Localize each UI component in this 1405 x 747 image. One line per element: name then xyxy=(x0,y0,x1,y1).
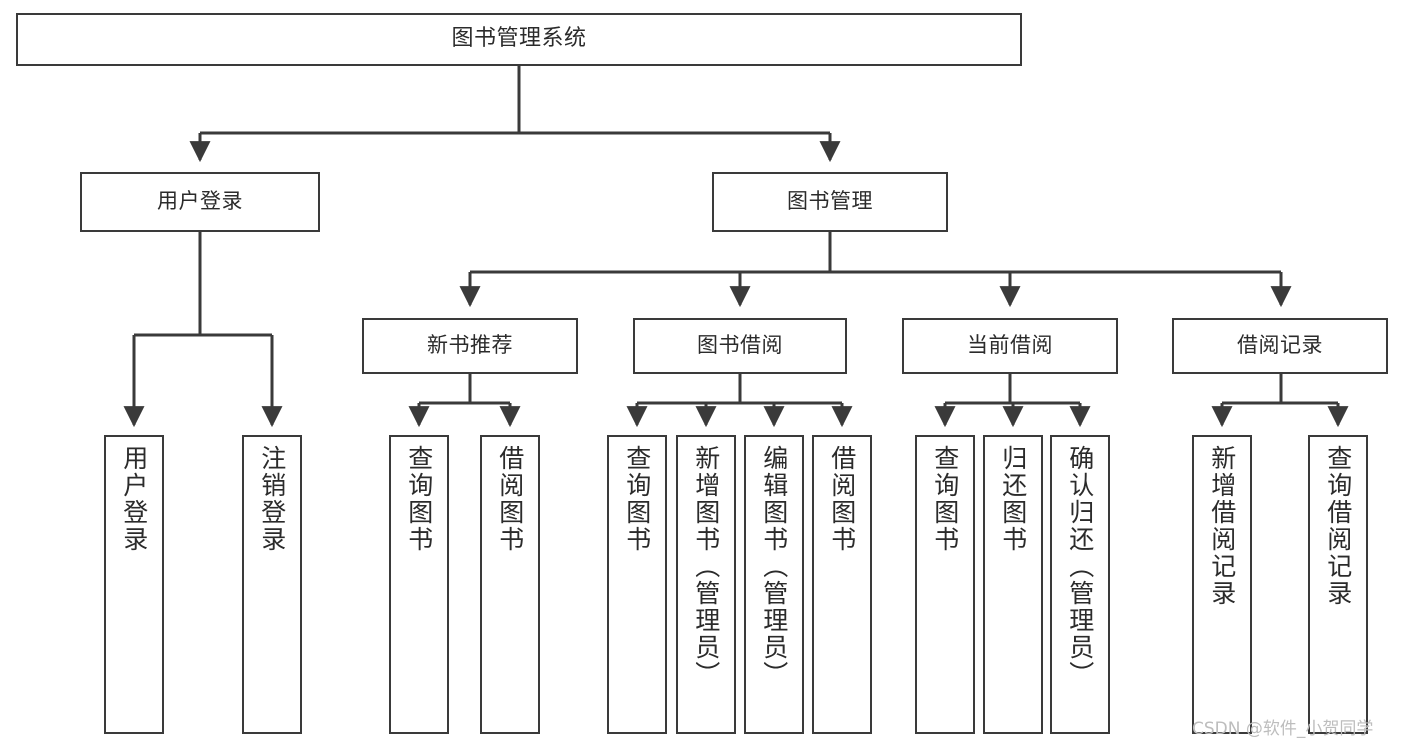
node-root[interactable]: 图书管理系统 xyxy=(16,13,1022,66)
node-leaf-add-record[interactable]: 新增借阅记录 xyxy=(1192,435,1252,734)
node-current-borrow[interactable]: 当前借阅 xyxy=(902,318,1118,374)
node-borrow-record-label: 借阅记录 xyxy=(1237,333,1323,358)
node-user-login-label: 用户登录 xyxy=(157,189,243,214)
node-leaf-query-book-2-label: 查询图书 xyxy=(622,445,652,553)
node-user-login[interactable]: 用户登录 xyxy=(80,172,320,232)
node-book-manage-label: 图书管理 xyxy=(787,189,873,214)
node-leaf-edit-book[interactable]: 编辑图书（管理员） xyxy=(744,435,804,734)
node-leaf-borrow-book-2[interactable]: 借阅图书 xyxy=(812,435,872,734)
node-leaf-borrow-book-1[interactable]: 借阅图书 xyxy=(480,435,540,734)
node-leaf-user-login-label: 用户登录 xyxy=(119,445,149,553)
node-current-borrow-label: 当前借阅 xyxy=(967,333,1053,358)
node-leaf-return-book[interactable]: 归还图书 xyxy=(983,435,1043,734)
node-new-book-recommend-label: 新书推荐 xyxy=(427,333,513,358)
node-leaf-logout[interactable]: 注销登录 xyxy=(242,435,302,734)
node-leaf-query-book-1[interactable]: 查询图书 xyxy=(389,435,449,734)
node-leaf-query-book-3[interactable]: 查询图书 xyxy=(915,435,975,734)
node-borrow-record[interactable]: 借阅记录 xyxy=(1172,318,1388,374)
node-leaf-add-book-label: 新增图书（管理员） xyxy=(691,445,721,688)
node-leaf-borrow-book-1-label: 借阅图书 xyxy=(495,445,525,553)
node-leaf-return-book-label: 归还图书 xyxy=(998,445,1028,553)
node-leaf-confirm-return-label: 确认归还（管理员） xyxy=(1065,445,1095,688)
node-leaf-edit-book-label: 编辑图书（管理员） xyxy=(759,445,789,688)
node-leaf-add-record-label: 新增借阅记录 xyxy=(1207,445,1237,607)
node-leaf-query-record-label: 查询借阅记录 xyxy=(1323,445,1353,607)
node-leaf-borrow-book-2-label: 借阅图书 xyxy=(827,445,857,553)
node-leaf-confirm-return[interactable]: 确认归还（管理员） xyxy=(1050,435,1110,734)
node-leaf-user-login[interactable]: 用户登录 xyxy=(104,435,164,734)
node-book-borrow-label: 图书借阅 xyxy=(697,333,783,358)
node-leaf-query-record[interactable]: 查询借阅记录 xyxy=(1308,435,1368,734)
node-book-borrow[interactable]: 图书借阅 xyxy=(633,318,847,374)
node-leaf-logout-label: 注销登录 xyxy=(257,445,287,553)
node-new-book-recommend[interactable]: 新书推荐 xyxy=(362,318,578,374)
node-leaf-query-book-2[interactable]: 查询图书 xyxy=(607,435,667,734)
node-leaf-query-book-3-label: 查询图书 xyxy=(930,445,960,553)
node-leaf-query-book-1-label: 查询图书 xyxy=(404,445,434,553)
watermark: CSDN @软件_小贺同学 xyxy=(1192,719,1374,739)
node-root-label: 图书管理系统 xyxy=(451,26,587,52)
node-book-manage[interactable]: 图书管理 xyxy=(712,172,948,232)
node-leaf-add-book[interactable]: 新增图书（管理员） xyxy=(676,435,736,734)
